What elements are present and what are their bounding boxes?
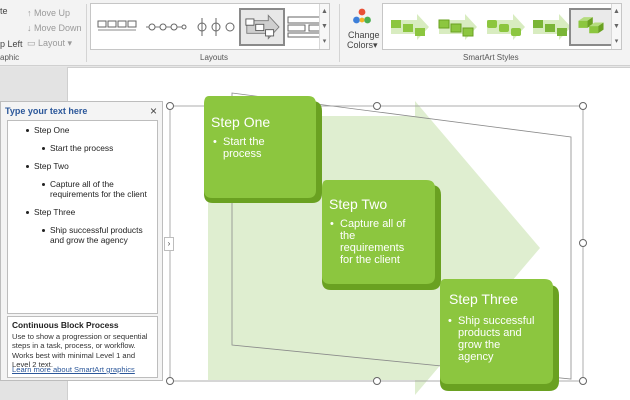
- gallery-more-icon[interactable]: ▾: [614, 38, 619, 45]
- layout-thumb-2[interactable]: [143, 8, 189, 46]
- step-3-text[interactable]: Ship successful products and grow the ag…: [448, 315, 534, 363]
- step-2-text[interactable]: Capture all of the requirements for the …: [330, 218, 405, 266]
- style-thumb-2[interactable]: [435, 8, 479, 46]
- change-colors-button[interactable]: Change Colors▾: [346, 5, 380, 51]
- move-up-button[interactable]: ↑ Move Up: [27, 8, 71, 18]
- layout-thumb-1[interactable]: [94, 8, 140, 46]
- resize-handle-nw[interactable]: [166, 102, 174, 110]
- divider: [339, 4, 340, 62]
- resize-handle-sw[interactable]: [166, 377, 174, 385]
- chevron-down-icon: ▾: [65, 38, 73, 48]
- list-item[interactable]: Start the process: [10, 143, 155, 153]
- gallery-more-icon[interactable]: ▾: [322, 38, 327, 45]
- layout-button[interactable]: ▭ Layout ▾: [27, 38, 73, 48]
- text-pane-bullets[interactable]: Step One Start the process Step Two Capt…: [7, 120, 158, 314]
- divider: [86, 4, 87, 62]
- ribbon: te p Left ↑ Move Up ↓ Move Down ▭ Layout…: [0, 0, 630, 66]
- chevron-up-icon[interactable]: ▲: [613, 8, 620, 15]
- layout-description-text: Use to show a progression or sequential …: [12, 332, 148, 370]
- resize-handle-se[interactable]: [579, 377, 587, 385]
- list-item[interactable]: Step One: [10, 125, 155, 135]
- list-item[interactable]: Step Two: [10, 161, 155, 171]
- style-thumb-1[interactable]: [387, 8, 431, 46]
- step-1-text[interactable]: Start the process: [213, 136, 265, 160]
- resize-handle-e[interactable]: [579, 239, 587, 247]
- styles-gallery-scroll[interactable]: ▲ ▼ ▾: [611, 4, 621, 49]
- style-thumb-4[interactable]: [529, 8, 573, 46]
- layouts-gallery-scroll[interactable]: ▲ ▼ ▾: [319, 4, 329, 49]
- step-3-title[interactable]: Step Three: [449, 291, 519, 307]
- ribbon-cut-item[interactable]: te: [0, 6, 8, 16]
- step-2-title[interactable]: Step Two: [329, 196, 388, 212]
- list-item[interactable]: Step Three: [10, 207, 155, 217]
- layouts-gallery: ▲ ▼ ▾: [90, 3, 330, 50]
- style-thumb-3d-selected[interactable]: [569, 8, 613, 46]
- group-label-smartart-styles: SmartArt Styles: [463, 53, 519, 62]
- layout-thumb-continuous-block-process[interactable]: [239, 8, 285, 46]
- list-item[interactable]: Ship successful products and grow the ag…: [10, 225, 155, 245]
- layout-description: Continuous Block Process Use to show a p…: [7, 316, 158, 378]
- chevron-down-icon[interactable]: ▼: [613, 23, 620, 30]
- group-label-layouts: Layouts: [200, 53, 229, 62]
- resize-handle-ne[interactable]: [579, 102, 587, 110]
- palette-icon: [353, 8, 371, 24]
- smartart-text-pane: Type your text here × Step One Start the…: [0, 101, 163, 381]
- smartart-styles-gallery: ▲ ▼ ▾: [382, 3, 622, 50]
- text-pane-toggle[interactable]: ›: [164, 237, 174, 251]
- resize-handle-s[interactable]: [373, 377, 381, 385]
- layout-icon: ▭: [27, 38, 39, 48]
- style-thumb-3[interactable]: [483, 8, 527, 46]
- ribbon-cut-item-2[interactable]: p Left: [0, 39, 23, 49]
- layout-name: Continuous Block Process: [12, 320, 119, 330]
- chevron-down-icon: ▾: [373, 40, 378, 50]
- layout-thumb-3[interactable]: [192, 8, 238, 46]
- text-pane-title: Type your text here: [5, 106, 88, 116]
- arrow-down-icon: ↓: [27, 23, 35, 33]
- chevron-up-icon[interactable]: ▲: [321, 8, 328, 15]
- smartart-3d-frame: [231, 92, 572, 380]
- group-label-create-graphic: aphic: [0, 53, 20, 62]
- close-icon[interactable]: ×: [149, 104, 157, 118]
- list-item[interactable]: Capture all of the requirements for the …: [10, 179, 155, 199]
- learn-more-link[interactable]: Learn more about SmartArt graphics: [12, 365, 135, 374]
- move-down-button[interactable]: ↓ Move Down: [27, 23, 82, 33]
- resize-handle-n[interactable]: [373, 102, 381, 110]
- step-1-title[interactable]: Step One: [211, 114, 271, 130]
- chevron-down-icon[interactable]: ▼: [321, 23, 328, 30]
- arrow-up-icon: ↑: [27, 8, 35, 18]
